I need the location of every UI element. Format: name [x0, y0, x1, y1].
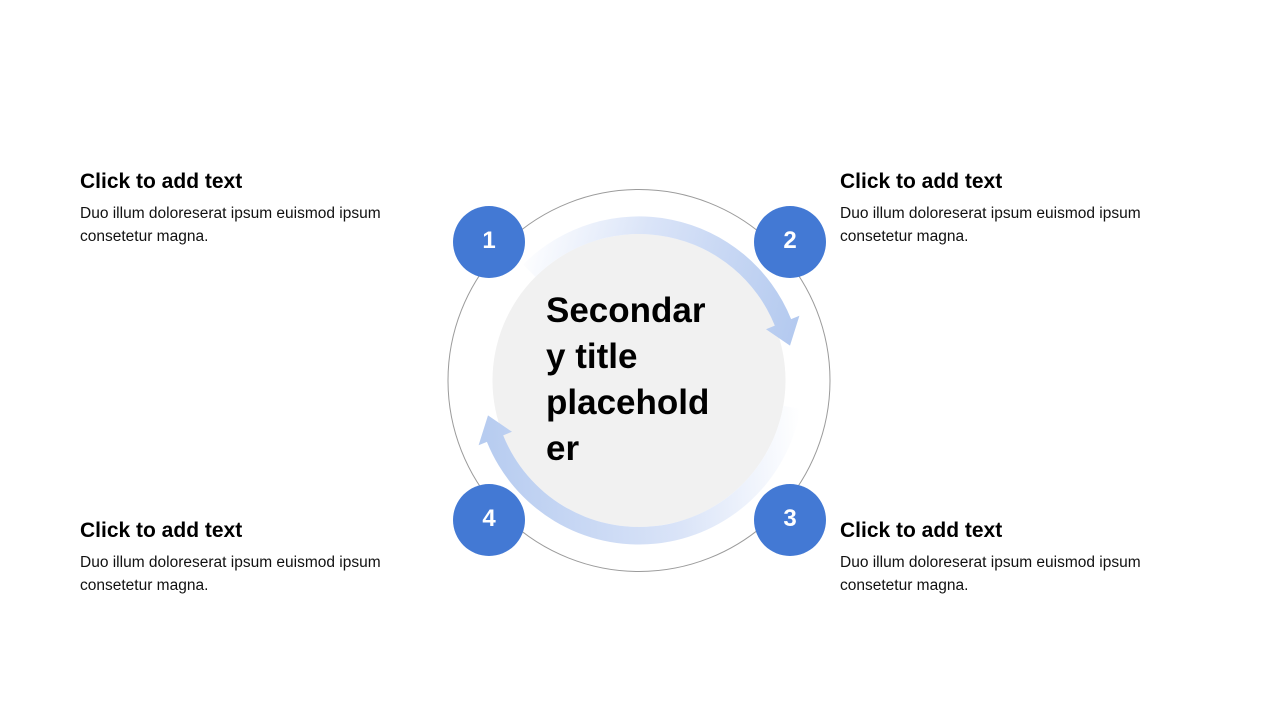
text-block-bottom-left: Click to add text Duo illum doloreserat …	[80, 518, 410, 597]
text-block-top-right: Click to add text Duo illum doloreserat …	[840, 169, 1170, 248]
step-number: 1	[482, 227, 496, 254]
text-block-bottom-right: Click to add text Duo illum doloreserat …	[840, 518, 1170, 597]
cycle-diagram	[447, 189, 831, 572]
secondary-title-placeholder[interactable]: Secondary title placeholder	[546, 291, 710, 468]
cycle-arrow-top-icon	[523, 216, 800, 346]
step-circle-2: 2	[754, 206, 826, 278]
step-circle-1: 1	[453, 206, 525, 278]
text-placeholder-body[interactable]: Duo illum doloreserat ipsum euismod ipsu…	[80, 205, 381, 245]
step-number: 3	[783, 505, 797, 532]
text-placeholder-body[interactable]: Duo illum doloreserat ipsum euismod ipsu…	[840, 205, 1141, 245]
step-number: 2	[783, 227, 797, 254]
outer-circle	[447, 189, 831, 572]
text-block-top-left: Click to add text Duo illum doloreserat …	[80, 169, 410, 248]
step-number: 4	[482, 505, 496, 532]
text-placeholder-heading[interactable]: Click to add text	[80, 519, 243, 542]
step-circle-3: 3	[754, 484, 826, 556]
text-placeholder-heading[interactable]: Click to add text	[80, 170, 243, 193]
step-circle-4: 4	[453, 484, 525, 556]
center-circle	[492, 234, 786, 527]
cycle-arrow-bottom-icon	[478, 405, 801, 545]
text-placeholder-body[interactable]: Duo illum doloreserat ipsum euismod ipsu…	[80, 554, 381, 594]
text-placeholder-heading[interactable]: Click to add text	[840, 519, 1003, 542]
text-placeholder-heading[interactable]: Click to add text	[840, 170, 1003, 193]
text-placeholder-body[interactable]: Duo illum doloreserat ipsum euismod ipsu…	[840, 554, 1141, 594]
